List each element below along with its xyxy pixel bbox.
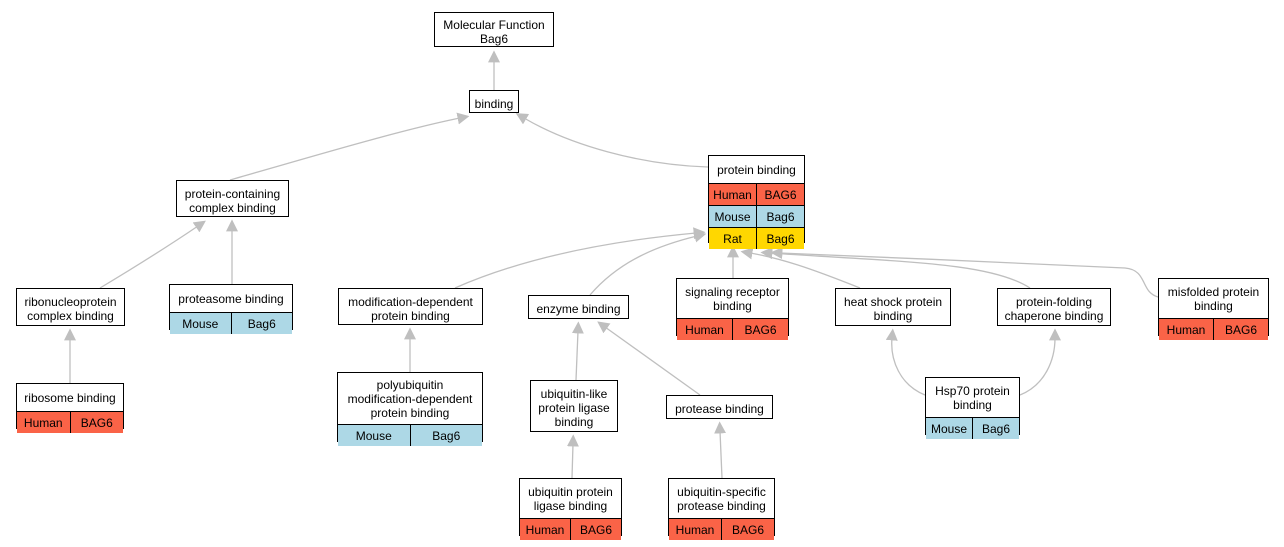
edge-hsp70-to-hspb [885,328,926,396]
node-label: enzyme binding [536,302,621,316]
edge-rcb-to-pcb [99,220,206,289]
gene-cell: BAG6 [721,519,774,540]
species-cell: Mouse [714,209,751,224]
species-row: Mouse Bag6 [926,417,1019,439]
node-label: protein-containing complex binding [184,186,281,215]
species-row: Human BAG6 [520,518,621,540]
node-eb[interactable]: enzyme binding [528,295,629,319]
node-label: ubiquitin-like protein ligase binding [538,387,610,429]
species-cell: Mouse [930,421,968,436]
node-label: binding [474,96,514,111]
node-label: protease binding [675,402,764,416]
species-cell: Mouse [355,428,392,443]
gene-cell: BAG6 [732,319,788,340]
edge-mpb-to-pb [770,247,1159,298]
node-label: misfolded protein binding [1167,284,1260,313]
node-ulplb[interactable]: ubiquitin-like protein ligase binding [530,380,618,432]
edge-pcb-to-bind [229,112,470,181]
node-pumdb[interactable]: polyubiquitin modification-dependent pro… [337,372,483,446]
species-row: Human BAG6 [709,183,804,205]
node-label: signaling receptor binding [685,284,780,313]
species-row: Human BAG6 [1159,318,1268,340]
gene-cell: BAG6 [69,412,124,433]
edge-uspb-to-ptb [714,421,727,479]
species-cell: Mouse [182,316,219,331]
edge-hsp70-to-pfcb [1019,328,1061,396]
node-label: protein-folding chaperone binding [1004,295,1104,323]
gene-cell: Bag6 [972,418,1019,439]
species-cell: Human [1166,322,1206,337]
node-hspb[interactable]: heat shock protein binding [835,288,951,326]
species-cell: Human [675,522,715,537]
species-cell: Human [23,415,63,430]
node-label: protein binding [717,162,796,177]
node-bind[interactable]: binding [469,90,519,113]
node-label: ribonucleoprotein complex binding [24,295,117,323]
species-row: Mouse Bag6 [170,312,292,334]
species-cell: Human [713,187,752,202]
edge-eb-to-pb [589,230,707,296]
species-cell: Rat [723,231,742,246]
gene-cell: Bag6 [756,206,804,227]
species-row: Mouse Bag6 [709,205,804,227]
gene-cell: Bag6 [756,228,804,249]
node-pcb[interactable]: protein-containing complex binding [176,180,289,217]
node-mdpb[interactable]: modification-dependent protein binding [338,288,483,325]
node-ptb[interactable]: protease binding [666,395,773,419]
species-cell: Human [525,522,565,537]
species-row: Human BAG6 [677,318,788,340]
gene-cell: Bag6 [230,313,293,334]
gene-cell: BAG6 [1213,319,1268,340]
species-row: Human BAG6 [669,518,774,540]
node-label: ubiquitin-specific protease binding [677,484,766,513]
node-pfcb[interactable]: protein-folding chaperone binding [997,288,1111,326]
node-label: ubiquitin protein ligase binding [528,484,613,513]
node-mf[interactable]: Molecular Function Bag6 [434,12,554,47]
node-label: Hsp70 protein binding [935,383,1010,412]
node-label: modification-dependent protein binding [348,294,473,323]
node-rcb[interactable]: ribonucleoprotein complex binding [16,288,125,326]
edge-ulplb-to-eb [571,321,584,381]
node-label: polyubiquitin modification-dependent pro… [347,377,473,420]
edge-hspb-to-pb [740,247,861,289]
node-label: Molecular Function Bag6 [443,17,545,46]
gene-cell: Bag6 [409,425,483,446]
edge-pb-to-bind [515,113,709,168]
species-row: Mouse Bag6 [338,424,482,446]
gene-cell: BAG6 [570,519,621,540]
node-label: proteasome binding [178,291,284,306]
species-cell: Human [685,322,724,337]
edge-pfcb-to-pb [760,247,1031,289]
node-label: heat shock protein binding [843,295,943,323]
species-row: Human BAG6 [17,411,123,433]
edge-ptb-to-eb [597,321,701,396]
edge-uplb-to-ulplb [566,434,579,479]
node-label: ribosome binding [24,390,116,405]
species-row: Rat Bag6 [709,227,804,249]
edge-mdpb-to-pb [454,227,706,289]
gene-cell: BAG6 [756,184,804,205]
